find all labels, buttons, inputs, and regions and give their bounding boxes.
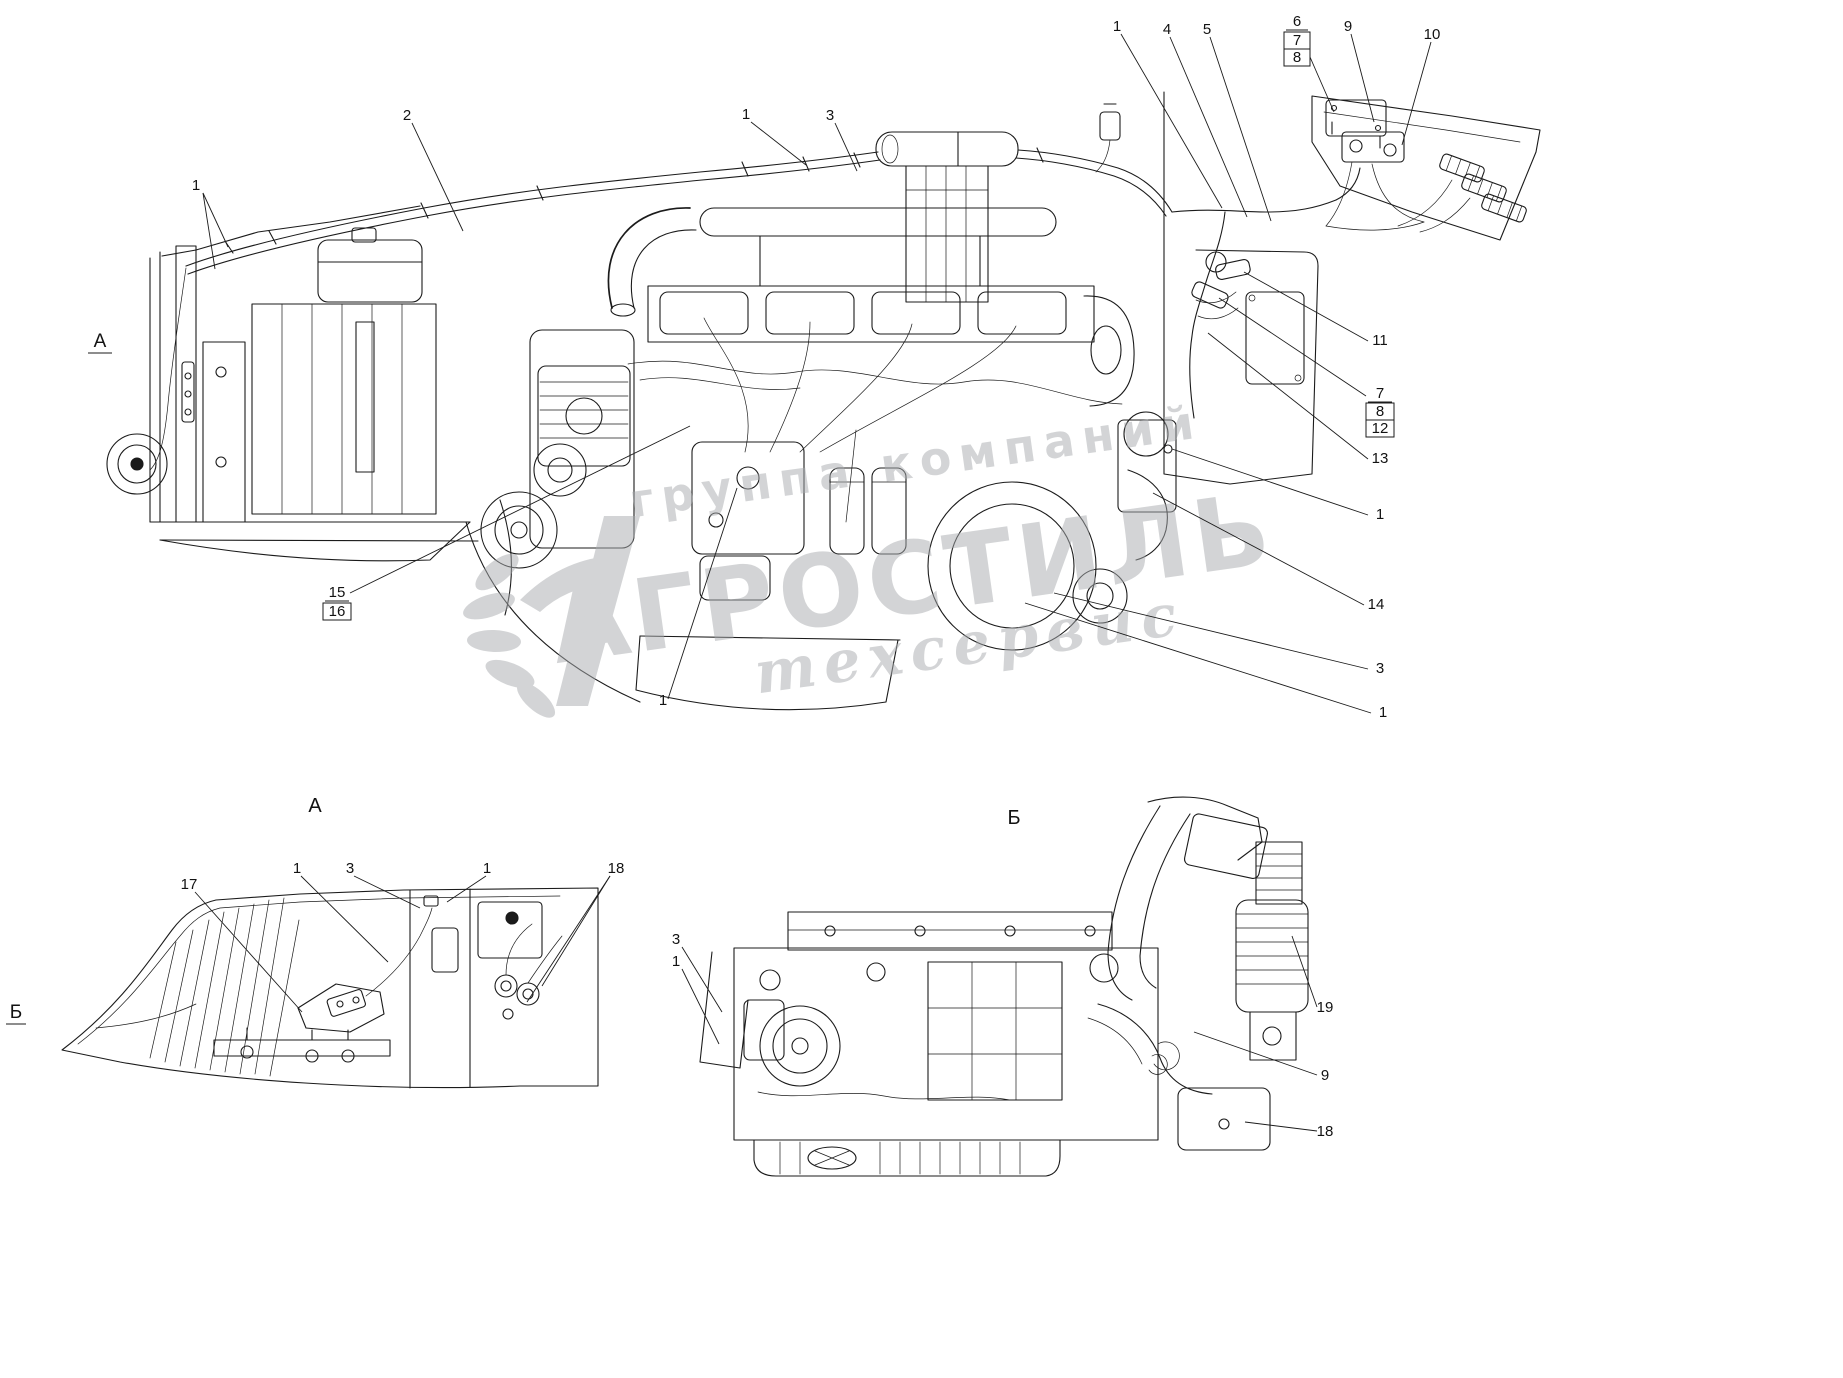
callout-main-2: 1	[742, 106, 750, 123]
callout-main-16: 13	[1372, 450, 1389, 467]
callout-main-22-box	[322, 602, 352, 621]
callouts-view-a: А 17 1 3 1 18 Б	[6, 795, 625, 1025]
callout-view-a-1: 1	[293, 860, 301, 877]
callout-main-5: 4	[1163, 21, 1171, 38]
callout-main-12: 11	[1372, 332, 1388, 349]
main-view-direction-label: А	[94, 331, 107, 352]
callout-main-10: 9	[1344, 18, 1352, 35]
callout-view-a-4: 18	[608, 860, 625, 877]
callouts-main: 1 2 1 3 1 4 5 6 7 8 9 10 11 7 8 12 13 1 …	[88, 13, 1440, 721]
callout-main-17: 1	[1376, 506, 1384, 523]
callout-view-b-3: 9	[1321, 1067, 1329, 1084]
callout-main-15-box	[1365, 419, 1395, 438]
radiator-assembly	[106, 205, 641, 703]
callout-main-11: 10	[1424, 26, 1441, 43]
callout-main-23: 1	[659, 692, 667, 709]
callout-main-19: 3	[1376, 660, 1384, 677]
callout-main-22: 16	[329, 603, 346, 620]
callout-main-1: 2	[403, 107, 411, 124]
view-b-drawing	[699, 796, 1309, 1177]
callout-main-8: 7	[1293, 32, 1301, 49]
callout-main-18: 14	[1368, 596, 1385, 613]
engine-block	[480, 131, 1177, 711]
callout-main-13: 7	[1376, 385, 1384, 402]
view-a-drawing	[61, 887, 599, 1089]
callout-view-a-3: 1	[483, 860, 491, 877]
callout-view-a-0: 17	[181, 876, 198, 893]
callout-view-b-4: 18	[1317, 1123, 1334, 1140]
callout-view-b-0: 3	[672, 931, 680, 948]
view-a-direction-label: Б	[10, 1002, 22, 1023]
callout-main-20: 1	[1379, 704, 1387, 721]
callout-view-b-2: 19	[1317, 999, 1334, 1016]
view-b-title: Б	[1007, 807, 1020, 829]
main-view-drawing	[106, 91, 1541, 711]
callout-main-21: 15	[329, 584, 346, 601]
callout-main-9: 8	[1293, 49, 1301, 66]
callout-main-6: 5	[1203, 21, 1211, 38]
view-a-hatching	[95, 897, 300, 1077]
callout-main-15: 12	[1372, 420, 1389, 437]
callout-main-9-box	[1283, 48, 1311, 67]
callout-main-0: 1	[192, 177, 200, 194]
watermark-logo-icon	[463, 516, 640, 718]
view-a-title: А	[308, 795, 322, 817]
callout-view-b-1: 1	[672, 953, 680, 970]
callouts-view-b: Б 3 1 19 9 18	[672, 807, 1334, 1140]
wiring-harness-top	[185, 103, 1361, 283]
callout-main-7: 6	[1293, 13, 1301, 30]
callout-main-4: 1	[1113, 18, 1121, 35]
callout-view-a-2: 3	[346, 860, 354, 877]
callout-main-3: 3	[826, 107, 834, 124]
watermark: группа компаний АГРОСТИЛЬ техсервис	[463, 394, 1282, 718]
leader-lines	[194, 33, 1432, 1132]
callout-main-14: 8	[1376, 403, 1384, 420]
right-fender-relay-panel	[1163, 91, 1541, 485]
